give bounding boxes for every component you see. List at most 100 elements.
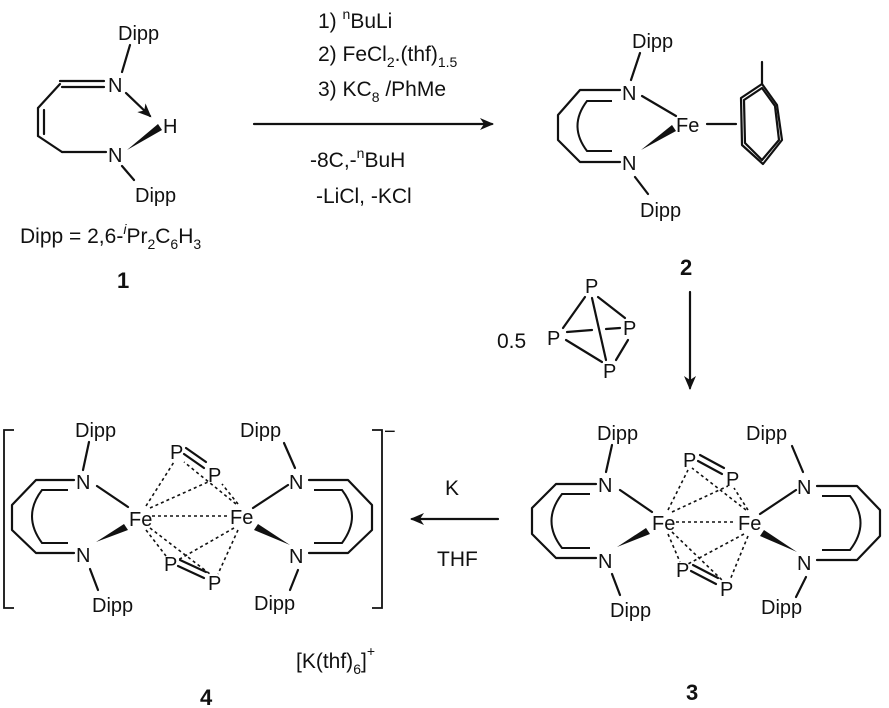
dashed-bond (149, 481, 209, 509)
nitrogen-atom: N (797, 477, 811, 499)
nitrogen-atom: N (622, 83, 636, 105)
bond (561, 295, 587, 330)
bond (178, 558, 208, 574)
delocalization-arc (822, 495, 862, 551)
delocalization-arc (576, 100, 612, 152)
dipp-label: Dipp (75, 420, 116, 442)
dipp-label: Dipp (118, 23, 159, 45)
bond (604, 443, 614, 474)
dashed-bond (729, 535, 749, 581)
dashed-bond (221, 483, 239, 505)
bond (629, 51, 642, 82)
phosphorus-atom: P (726, 469, 739, 491)
bond (81, 440, 91, 472)
reagent: K (445, 477, 459, 500)
dipp-label: Dipp (135, 185, 176, 207)
backbone-bond (307, 478, 374, 555)
dipp-label: Dipp (640, 200, 681, 222)
wedge-bond (641, 125, 676, 150)
left-bracket (3, 429, 14, 609)
wedge-bond (617, 528, 650, 547)
dipp-label: Dipp (610, 600, 651, 622)
bond (564, 338, 604, 364)
bond (36, 82, 62, 110)
dashed-bond (145, 461, 175, 507)
compound-number: 3 (686, 680, 698, 705)
nitrogen-atom: N (108, 75, 122, 97)
toluene-ring-inner (742, 86, 781, 162)
phosphorus-atom: P (208, 465, 221, 487)
wedge-bond (254, 524, 290, 545)
phosphorus-atom: P (603, 361, 616, 383)
dashed-bond (733, 487, 749, 511)
backbone-bond (530, 482, 598, 560)
bond (120, 164, 136, 182)
dipp-label: Dipp (632, 31, 673, 53)
bond (288, 568, 300, 592)
bond (640, 94, 678, 118)
bond (120, 43, 132, 74)
phosphorus-atom: P (208, 573, 221, 595)
reagent-3: 3) KC8 /PhMe (318, 78, 446, 105)
delocalization-arc (31, 489, 68, 544)
bond (182, 452, 206, 470)
reaction-step-1: 1) nBuLi 2) FeCl2.(thf)1.5 3) KC8 /PhMe … (252, 6, 494, 208)
delocalization-arc (550, 493, 590, 549)
backbone-bond (815, 484, 882, 562)
phosphorus-atom: P (585, 276, 598, 298)
phosphorus-atom: P (720, 579, 733, 601)
iron-atom: Fe (652, 513, 675, 535)
delocalization-arc (314, 489, 353, 544)
counterion: [K(thf)6]+ (296, 643, 375, 677)
bond (698, 453, 726, 470)
dashed-bond (667, 469, 689, 511)
dipp-label: Dipp (254, 593, 295, 615)
phosphorus-atom: P (170, 442, 183, 464)
compound-number: 2 (680, 255, 692, 280)
reagent-1: 1) nBuLi (318, 6, 392, 33)
reaction-step-3: K THF (410, 477, 500, 571)
nitrogen-atom: N (76, 545, 90, 567)
dipp-label: Dipp (240, 420, 281, 442)
dipp-label: Dipp (597, 423, 638, 445)
compound-1: Dipp N N H Dipp Dipp = 2,6-iPr2C6H3 1 (20, 23, 201, 293)
bond (36, 134, 64, 154)
nitrogen-atom: N (598, 475, 612, 497)
phosphorus-atom: P (676, 560, 689, 582)
bond (184, 446, 208, 464)
phosphorus-atom: P (683, 450, 696, 472)
dashed-bond (217, 529, 239, 575)
nitrogen-atom: N (289, 472, 303, 494)
bond (790, 444, 805, 474)
bond (282, 441, 297, 470)
dashed-bond (145, 529, 167, 557)
bond (689, 569, 718, 586)
bond (610, 572, 622, 597)
bond (604, 326, 622, 331)
bond (691, 563, 720, 580)
nitrogen-atom: N (622, 153, 636, 175)
phosphorus-atom: P (547, 328, 560, 350)
bond (758, 488, 798, 516)
dashed-bond (667, 533, 681, 563)
bond (88, 567, 100, 592)
iron-atom: Fe (738, 513, 761, 535)
coefficient: 0.5 (497, 330, 526, 353)
dashed-bond (687, 533, 745, 565)
hydrogen-atom: H (163, 116, 177, 138)
bond (633, 175, 650, 196)
bond (251, 483, 290, 510)
solvent: THF (437, 548, 478, 571)
compound-3: Dipp N N Fe Dipp P P P P Fe Dipp N N (530, 423, 882, 705)
anion-charge: − (384, 421, 396, 443)
bond (618, 488, 654, 514)
iron-atom: Fe (129, 509, 152, 531)
hbond-arrow (124, 91, 152, 118)
byproducts-1: -8C,-nBuH (310, 145, 405, 172)
bond (176, 564, 206, 580)
bond (696, 459, 724, 476)
toluene-ring (739, 82, 784, 166)
wedge-bond (96, 524, 128, 542)
bond (614, 338, 630, 362)
